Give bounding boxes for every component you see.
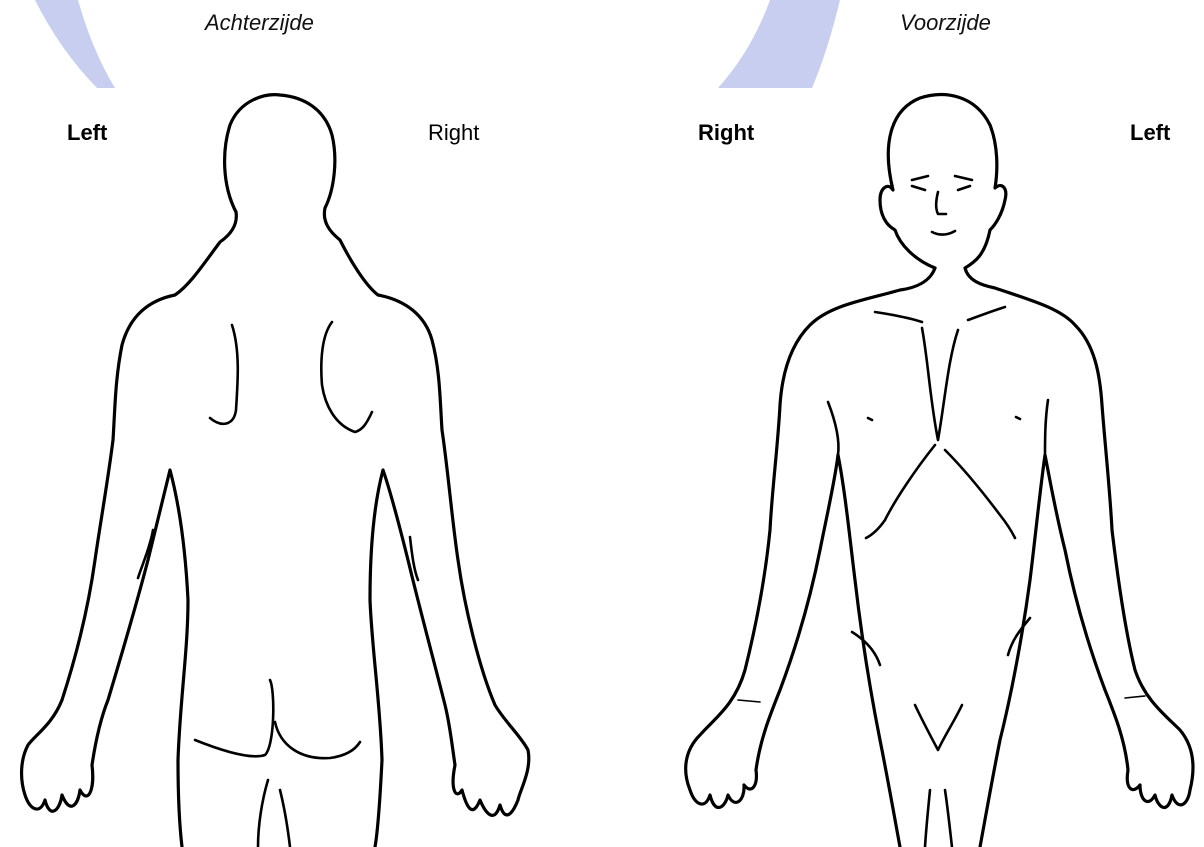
back-view-right-label: Right — [428, 120, 479, 146]
front-leg-gap-2 — [945, 790, 952, 847]
back-leg-gap-2 — [280, 790, 290, 847]
front-body-outline-right — [880, 95, 1193, 847]
back-view-figure — [22, 95, 529, 847]
front-eye-right — [955, 176, 972, 190]
back-buttocks-line-2 — [275, 722, 360, 758]
front-collarbone-left — [968, 307, 1005, 320]
front-mouth — [932, 231, 955, 235]
front-nipple-left — [1016, 417, 1020, 419]
front-groin — [915, 705, 962, 750]
front-wrist-left — [1125, 696, 1145, 698]
front-view-figure — [686, 95, 1193, 847]
back-left-scapula — [210, 325, 238, 424]
front-ribcage-left — [945, 450, 1015, 538]
front-ribcage-right — [866, 445, 935, 538]
front-view-left-label: Left — [1130, 120, 1170, 146]
watermark-shape-left — [35, 0, 115, 88]
front-eye-left — [912, 176, 928, 190]
front-collarbone-right — [875, 312, 922, 322]
back-body-outline-left — [22, 212, 237, 847]
back-view-title: Achterzijde — [205, 10, 314, 36]
front-body-outline-left — [686, 268, 935, 847]
front-arm-line-right — [828, 402, 838, 455]
back-body-outline — [225, 95, 529, 847]
front-arm-line-left — [1045, 400, 1048, 455]
back-right-scapula — [321, 322, 372, 432]
front-leg-gap — [925, 790, 930, 847]
front-nipple-right — [868, 418, 872, 420]
watermark-shape-right — [718, 0, 840, 88]
back-view-left-label: Left — [67, 120, 107, 146]
back-leg-gap — [258, 780, 268, 847]
front-view-right-label: Right — [698, 120, 754, 146]
back-buttocks-line — [195, 680, 273, 756]
front-wrist-right — [738, 700, 760, 702]
front-nose — [936, 192, 946, 214]
front-view-title: Voorzijde — [900, 10, 991, 36]
front-sternum — [922, 328, 958, 440]
